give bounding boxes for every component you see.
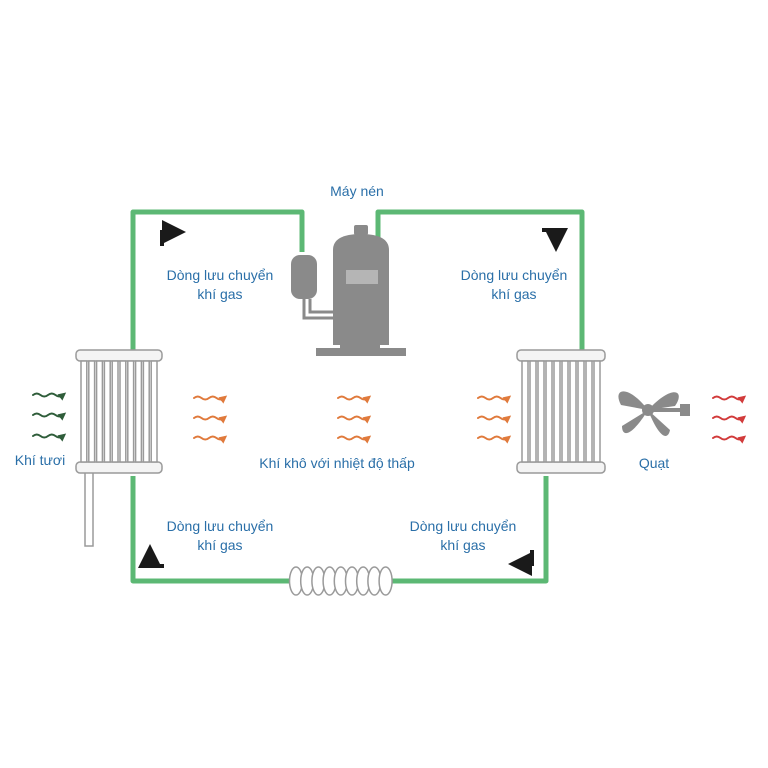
wavy-arrow-icon xyxy=(32,412,67,421)
coil-tube xyxy=(577,360,585,463)
flow-label-bottom-right: Dòng lưu chuyển khí gas xyxy=(409,518,517,553)
wavy-arrow-icon xyxy=(337,395,372,404)
coil-tube xyxy=(529,360,537,463)
coil-tube xyxy=(119,360,127,463)
coil-tube xyxy=(545,360,553,463)
dry-air-label: Khí khô với nhiệt độ thấp xyxy=(259,455,415,471)
refrigerant-pipe xyxy=(130,209,585,584)
fan-icon xyxy=(618,391,690,436)
coil-tube xyxy=(561,360,569,463)
fresh-air-label: Khí tươi xyxy=(14,452,66,468)
coil-tube xyxy=(103,360,111,463)
evaporator-coil-icon xyxy=(75,349,163,474)
fan-label: Quạt xyxy=(638,455,670,471)
coil-tube xyxy=(95,360,104,463)
wavy-arrow-icon xyxy=(337,435,372,444)
expansion-coil-icon xyxy=(288,566,393,596)
flow-label-top-left: Dòng lưu chuyển khí gas xyxy=(166,267,274,302)
coil-tube xyxy=(585,360,593,463)
coil-tube xyxy=(553,360,561,463)
wavy-arrow-icon xyxy=(477,395,512,404)
wavy-arrow-icon xyxy=(32,433,67,442)
coil-tube xyxy=(80,360,88,463)
wavy-arrow-icon xyxy=(477,435,512,444)
coil-tube xyxy=(88,360,96,463)
wavy-arrow-icon xyxy=(32,392,67,401)
flow-arrow-icon xyxy=(160,220,186,246)
coil-tube xyxy=(111,360,119,463)
wavy-arrow-icon xyxy=(337,415,372,424)
wavy-arrow-icon xyxy=(712,435,747,444)
wavy-arrow-icon xyxy=(193,395,228,404)
compressor-icon xyxy=(291,225,406,356)
flow-arrow-icon xyxy=(542,228,568,252)
coil-tube xyxy=(521,360,529,463)
flow-arrow-icon xyxy=(138,544,164,568)
coil-tube xyxy=(537,360,545,463)
coil-tube xyxy=(134,360,143,463)
drain-pipe xyxy=(84,469,94,547)
coil-tube xyxy=(569,360,577,463)
coil-tube xyxy=(127,360,135,463)
wavy-arrow-icon xyxy=(477,415,512,424)
flow-label-top-right: Dòng lưu chuyển khí gas xyxy=(460,267,568,302)
wavy-arrow-icon xyxy=(712,415,747,424)
coil-loop xyxy=(378,566,393,596)
condenser-coil-icon xyxy=(516,349,606,474)
flow-label-bottom-left: Dòng lưu chuyển khí gas xyxy=(166,518,274,553)
wavy-arrow-icon xyxy=(712,395,747,404)
coil-tube xyxy=(142,360,150,463)
coil-tube xyxy=(150,360,158,463)
wavy-arrow-icon xyxy=(193,435,228,444)
wavy-arrow-icon xyxy=(193,415,228,424)
flow-arrow-icon xyxy=(508,550,534,576)
coil-tube xyxy=(593,360,601,463)
compressor-label: Máy nén xyxy=(330,183,384,199)
